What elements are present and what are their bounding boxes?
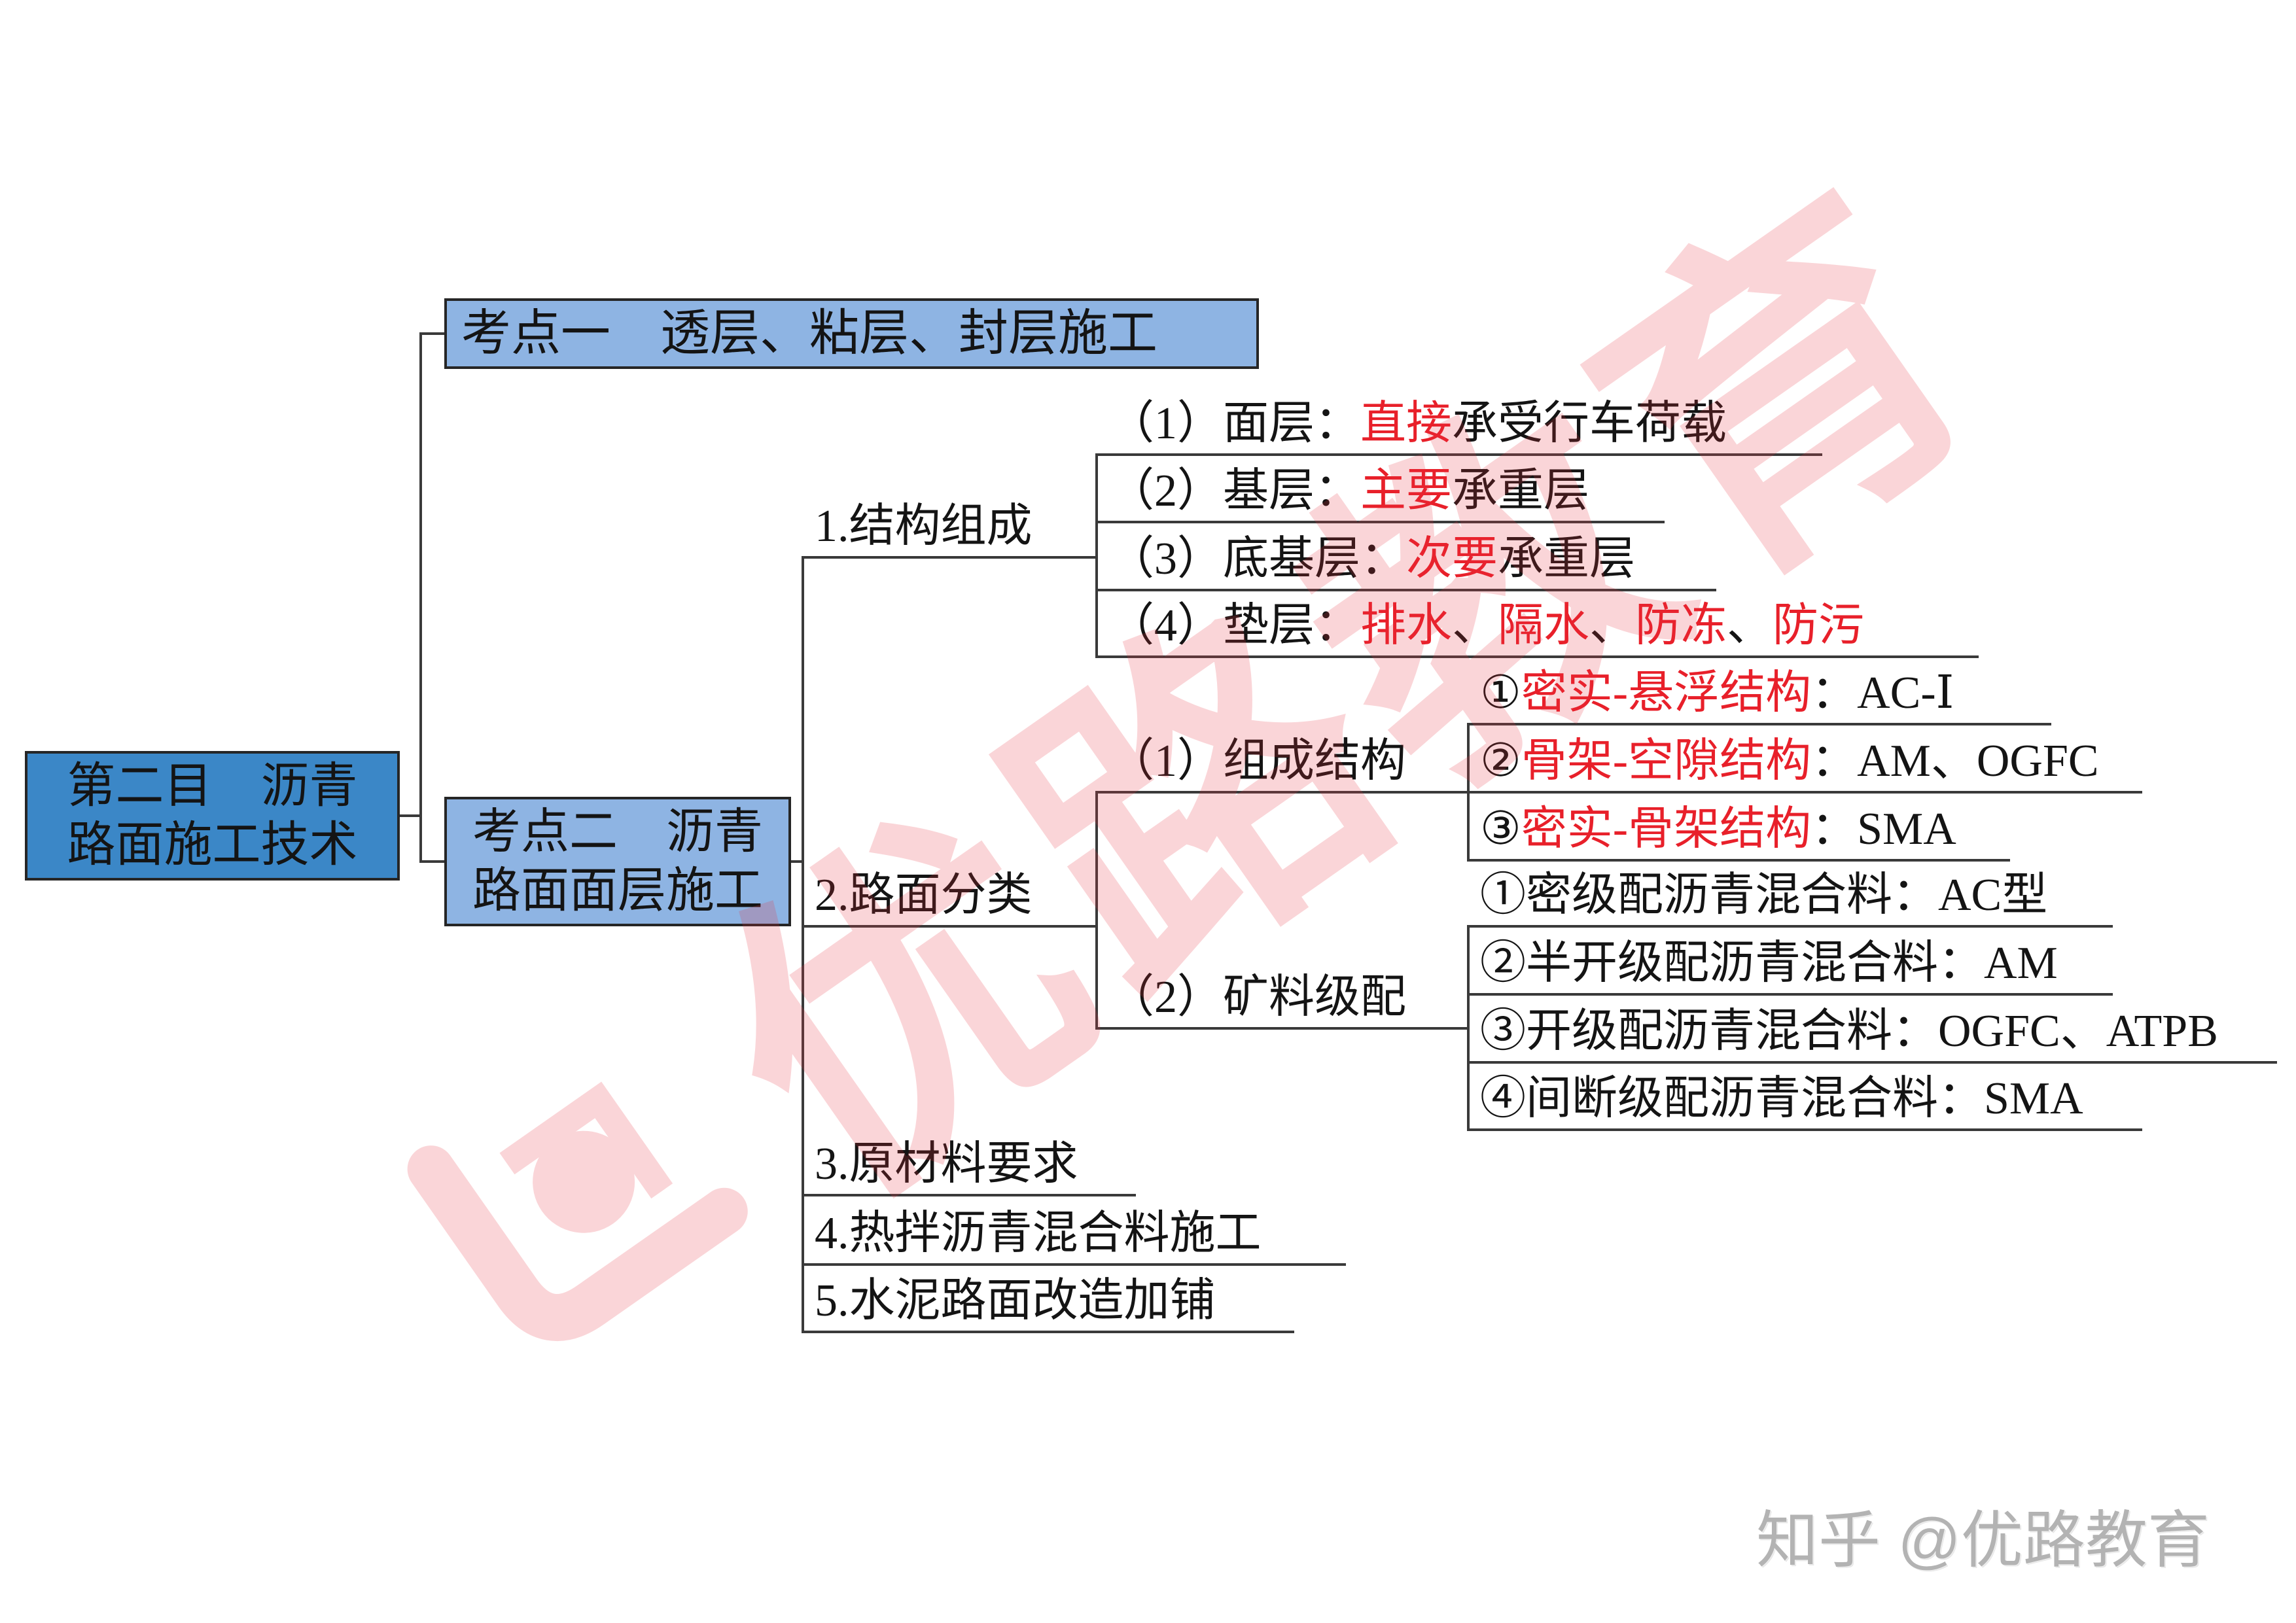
connector-line xyxy=(400,814,422,817)
connector-line xyxy=(1095,453,1098,658)
watermark-logo-icon xyxy=(407,1081,748,1341)
leaf-text: 承重层 xyxy=(1498,534,1635,584)
leaf-cushion-layer: （4）垫层：排水、隔水、防冻、防污 xyxy=(1097,595,1979,658)
connector-line xyxy=(419,860,444,863)
branch-composition-structure: （1）组成结构 xyxy=(1097,731,1470,794)
leaf-text: ④间断级配沥青混合料：SMA xyxy=(1480,1073,2083,1124)
leaf-text: 、 xyxy=(1727,601,1773,651)
highlight-text: 密实-悬浮结构 xyxy=(1521,668,1812,718)
branch-hot-mix-construction: 4.热拌沥青混合料施工 xyxy=(803,1203,1346,1266)
connector-line xyxy=(791,860,804,863)
highlight-text: 防冻 xyxy=(1635,601,1727,651)
leaf-text: （3）底基层： xyxy=(1108,534,1406,584)
leaf-text: （4）垫层： xyxy=(1108,601,1360,651)
branch-label: 3.原材料要求 xyxy=(815,1139,1078,1189)
branch-cement-pavement-overlay: 5.水泥路面改造加铺 xyxy=(803,1270,1294,1333)
leaf-text: ③开级配沥青混合料：OGFC、ATPB xyxy=(1480,1006,2218,1056)
leaf-text: （2）基层： xyxy=(1108,466,1360,516)
topic-node-2-text: 考点二 沥青 路面面层施工 xyxy=(447,803,788,920)
connector-line xyxy=(802,556,804,1333)
connector-line xyxy=(1095,791,1098,1030)
highlight-text: 骨架-空隙结构 xyxy=(1521,736,1812,786)
highlight-text: 排水 xyxy=(1360,601,1452,651)
highlight-text: 防污 xyxy=(1773,601,1864,651)
topic-node-2-line: 考点二 沥青 xyxy=(472,805,763,859)
highlight-text: 密实-骨架结构 xyxy=(1521,804,1812,854)
root-node-line: 第二目 沥青 xyxy=(67,759,358,813)
connector-line xyxy=(419,332,422,863)
leaf-text: 承重层 xyxy=(1452,466,1589,516)
leaf-base-layer: （2）基层：主要承重层 xyxy=(1097,461,1665,523)
leaf-text: ①密级配沥青混合料：AC型 xyxy=(1480,870,2048,920)
leaf-text: （1）面层： xyxy=(1108,398,1360,449)
leaf-gap-graded-mix: ④间断级配沥青混合料：SMA xyxy=(1468,1068,2142,1131)
leaf-text: 、 xyxy=(1452,601,1498,651)
branch-raw-material-requirements: 3.原材料要求 xyxy=(803,1134,1136,1196)
connector-line xyxy=(419,332,444,335)
root-node-text: 第二目 沥青 路面施工技术 xyxy=(27,757,397,875)
leaf-text: ② xyxy=(1480,736,1521,786)
branch-label: （2）矿料级配 xyxy=(1108,972,1406,1022)
highlight-text: 次要 xyxy=(1406,534,1498,584)
root-node: 第二目 沥青 路面施工技术 xyxy=(25,751,400,881)
branch-label: 5.水泥路面改造加铺 xyxy=(815,1276,1216,1326)
branch-label: 1.结构组成 xyxy=(815,501,1033,551)
branch-structure-composition: 1.结构组成 xyxy=(803,496,1098,559)
leaf-subbase-layer: （3）底基层：次要承重层 xyxy=(1097,529,1716,591)
branch-aggregate-gradation: （2）矿料级配 xyxy=(1097,967,1470,1030)
leaf-semi-open-graded-mix: ②半开级配沥青混合料：AM xyxy=(1468,933,2113,996)
leaf-text: 承受行车荷载 xyxy=(1452,398,1727,449)
highlight-text: 隔水 xyxy=(1498,601,1589,651)
branch-label: 4.热拌沥青混合料施工 xyxy=(815,1208,1262,1259)
leaf-text: ：AC-Ⅰ xyxy=(1811,668,1954,718)
branch-label: 2.路面分类 xyxy=(815,870,1033,920)
topic-node-1: 考点一 透层、粘层、封层施工 xyxy=(444,298,1259,369)
highlight-text: 主要 xyxy=(1360,466,1452,516)
leaf-text: ③ xyxy=(1480,804,1521,854)
leaf-text: ：AM、OGFC xyxy=(1811,736,2099,786)
highlight-text: 直接 xyxy=(1360,398,1452,449)
topic-node-2-line: 路面面层施工 xyxy=(472,864,763,918)
leaf-text: ②半开级配沥青混合料：AM xyxy=(1480,938,2058,988)
topic-node-1-title: 考点一 透层、粘层、封层施工 xyxy=(461,306,1157,361)
branch-label: （1）组成结构 xyxy=(1108,736,1406,786)
leaf-surface-layer: （1）面层：直接承受行车荷载 xyxy=(1097,393,1822,456)
branch-pavement-classification: 2.路面分类 xyxy=(803,865,1098,928)
leaf-open-graded-mix: ③开级配沥青混合料：OGFC、ATPB xyxy=(1468,1001,2277,1064)
topic-node-2: 考点二 沥青 路面面层施工 xyxy=(444,797,791,926)
leaf-text: 、 xyxy=(1589,601,1635,651)
watermark-credit: 知乎 @优路教育 xyxy=(1756,1506,2210,1575)
leaf-text: ① xyxy=(1480,668,1521,718)
root-node-line: 路面施工技术 xyxy=(67,818,358,872)
leaf-dense-graded-mix: ①密级配沥青混合料：AC型 xyxy=(1468,865,2113,928)
leaf-text: ：SMA xyxy=(1811,804,1956,854)
